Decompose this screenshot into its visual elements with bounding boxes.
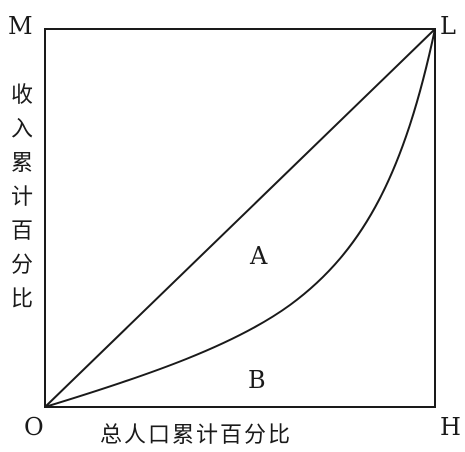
y-axis-label-char: 收 — [11, 83, 33, 108]
y-axis-label-char: 分 — [11, 253, 33, 278]
corner-label-h: H — [440, 413, 461, 441]
y-axis-label-char: 百 — [11, 219, 33, 244]
corner-label-m: M — [8, 12, 33, 40]
y-axis-label-char: 入 — [11, 117, 33, 142]
region-label-a: A — [249, 242, 268, 270]
region-label-b: B — [248, 366, 266, 394]
y-axis-label-char: 计 — [11, 185, 33, 210]
x-axis-label: 总人口累计百分比 — [100, 423, 292, 448]
lorenz-curve — [44, 28, 436, 408]
frame-square — [44, 28, 436, 408]
y-axis-label-char: 累 — [11, 151, 33, 176]
corner-label-o: O — [24, 413, 44, 441]
corner-label-l: L — [440, 12, 456, 40]
equality-diagonal — [44, 28, 436, 408]
y-axis-label-char: 比 — [11, 287, 33, 312]
